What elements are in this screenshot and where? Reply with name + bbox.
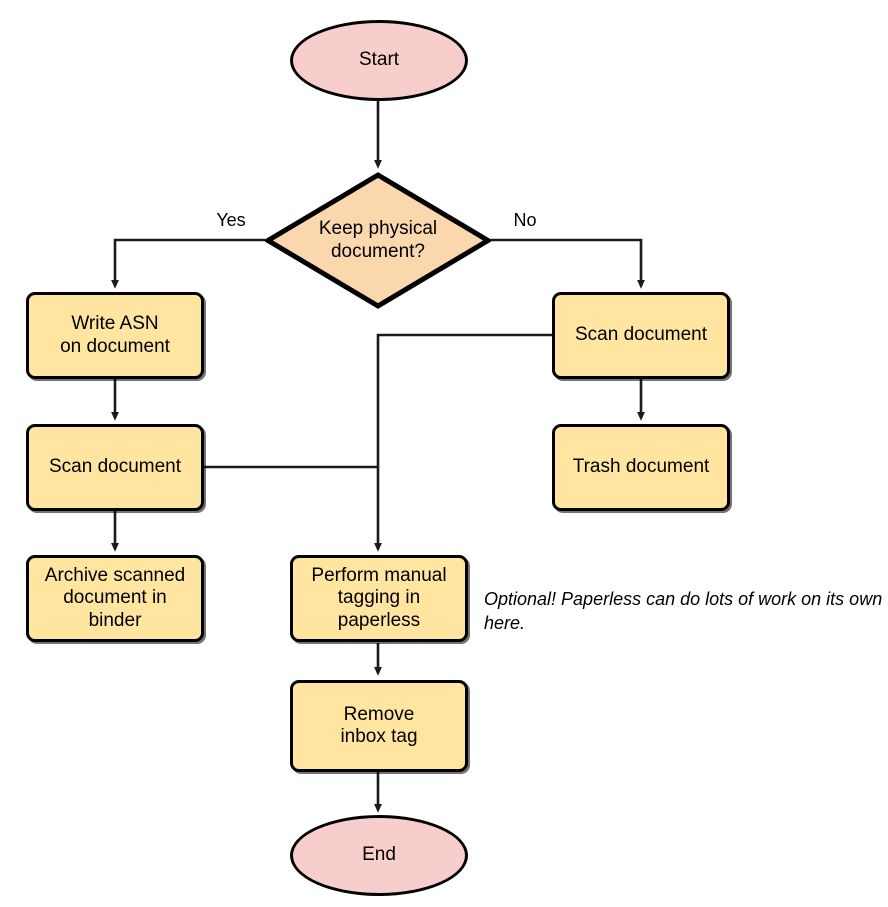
node-write-asn[interactable]: Write ASN on document bbox=[26, 292, 204, 379]
edge-label-no-text: No bbox=[513, 210, 537, 230]
node-end[interactable]: End bbox=[290, 815, 468, 896]
node-trash-document-label: Trash document bbox=[572, 456, 710, 478]
node-remove-inbox-tag-label: Remove inbox tag bbox=[340, 703, 418, 747]
node-perform-manual-tagging[interactable]: Perform manual tagging in paperless bbox=[290, 555, 468, 642]
node-perform-manual-tagging-label: Perform manual tagging in paperless bbox=[311, 564, 447, 631]
node-write-asn-label: Write ASN on document bbox=[60, 313, 170, 357]
node-remove-inbox-tag[interactable]: Remove inbox tag bbox=[290, 680, 468, 772]
node-keep-physical-document[interactable]: Keep physical document? bbox=[265, 172, 491, 309]
edge-decision-yes-to-write-asn bbox=[111, 238, 265, 289]
node-scan-document-left-label: Scan document bbox=[48, 456, 182, 478]
edge-scan-right-to-manual-tagging bbox=[374, 333, 552, 552]
annotation-optional-note: Optional! Paperless can do lots of work … bbox=[484, 587, 884, 635]
diamond-shape bbox=[265, 172, 491, 309]
node-start-label: Start bbox=[358, 49, 400, 71]
edge-label-no: No bbox=[505, 210, 545, 231]
edge-decision-no-to-scan-right bbox=[491, 238, 645, 289]
node-scan-document-right-label: Scan document bbox=[574, 324, 708, 346]
node-archive-scanned-document-label: Archive scanned document in binder bbox=[44, 564, 186, 631]
node-start[interactable]: Start bbox=[290, 20, 468, 101]
node-scan-document-right[interactable]: Scan document bbox=[552, 292, 730, 379]
node-keep-physical-document-label: Keep physical document? bbox=[318, 218, 438, 262]
node-archive-scanned-document[interactable]: Archive scanned document in binder bbox=[26, 555, 204, 642]
edge-label-yes-text: Yes bbox=[216, 210, 246, 230]
node-scan-document-left[interactable]: Scan document bbox=[26, 424, 204, 511]
node-trash-document[interactable]: Trash document bbox=[552, 424, 730, 511]
edge-label-yes: Yes bbox=[208, 210, 254, 231]
node-end-label: End bbox=[362, 844, 396, 866]
annotation-optional-note-text: Optional! Paperless can do lots of work … bbox=[484, 589, 883, 634]
